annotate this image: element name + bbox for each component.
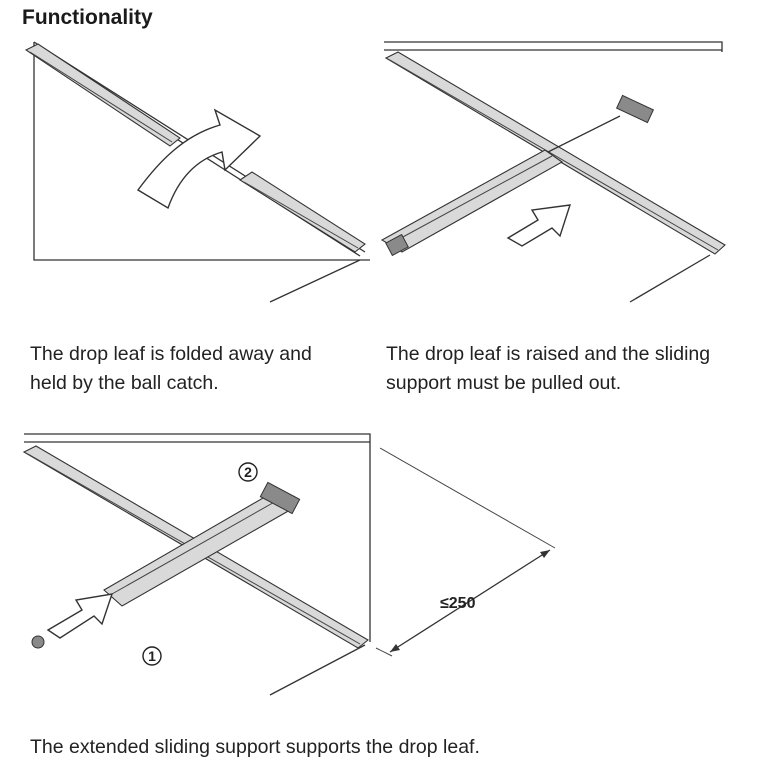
page-title: Functionality <box>22 6 153 29</box>
diagram-extended: 2 1 ≤250 <box>20 430 580 700</box>
caption-step-2: The drop leaf is raised and the sliding … <box>386 343 711 394</box>
dimension-label: ≤250 <box>440 595 476 612</box>
diagram-folded <box>20 40 375 310</box>
diagram-raised <box>380 40 730 310</box>
caption-step-3: The extended sliding support supports th… <box>30 736 480 758</box>
callout-marker-2: 2 <box>244 464 252 480</box>
callout-marker-1: 1 <box>148 648 156 664</box>
caption-step-1: The drop leaf is folded away and held by… <box>30 343 312 394</box>
